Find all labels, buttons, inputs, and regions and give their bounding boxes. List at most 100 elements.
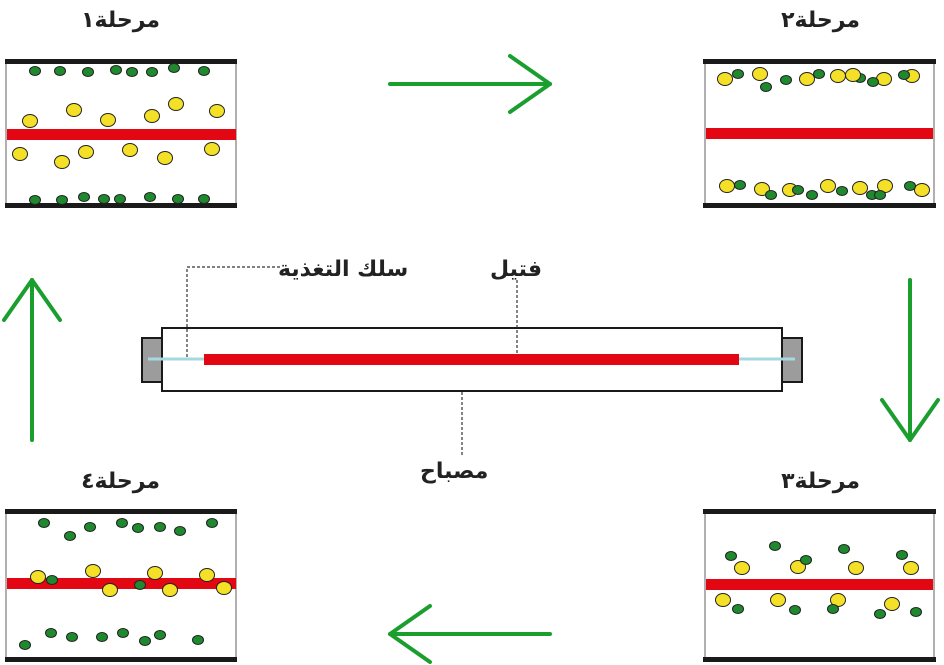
small-atom xyxy=(82,67,94,77)
small-atom xyxy=(98,194,110,204)
small-atom xyxy=(96,632,108,642)
small-atom xyxy=(789,605,801,615)
small-atom xyxy=(29,195,41,205)
large-atom xyxy=(820,179,836,193)
small-atom xyxy=(154,522,166,532)
large-atom xyxy=(85,564,101,578)
small-atom xyxy=(827,604,839,614)
small-atom xyxy=(792,185,804,195)
large-atom xyxy=(162,583,178,597)
small-atom xyxy=(800,555,812,565)
stage-4-top-wall xyxy=(5,509,237,514)
wire-label: سلك التغذية xyxy=(278,257,408,282)
small-atom xyxy=(734,180,746,190)
small-atom xyxy=(66,632,78,642)
small-atom xyxy=(29,66,41,76)
large-atom xyxy=(845,68,861,82)
small-atom xyxy=(54,66,66,76)
large-atom xyxy=(122,143,138,157)
small-atom xyxy=(46,575,58,585)
large-atom xyxy=(848,561,864,575)
small-atom xyxy=(192,635,204,645)
lamp-label: مصباح xyxy=(420,459,488,484)
small-atom xyxy=(910,607,922,617)
small-atom xyxy=(725,551,737,561)
large-atom xyxy=(144,109,160,123)
stage-1-top-wall xyxy=(5,59,237,64)
large-atom xyxy=(752,67,768,81)
arrow-up xyxy=(2,278,62,442)
large-atom xyxy=(204,142,220,156)
small-atom xyxy=(732,69,744,79)
stage-2-label: مرحلة٢ xyxy=(781,8,860,33)
small-atom xyxy=(132,523,144,533)
small-atom xyxy=(19,640,31,650)
small-atom xyxy=(174,526,186,536)
small-atom xyxy=(780,75,792,85)
stage-4-bottom-wall xyxy=(5,657,237,662)
large-atom xyxy=(199,568,215,582)
small-atom xyxy=(56,195,68,205)
small-atom xyxy=(64,531,76,541)
large-atom xyxy=(719,179,735,193)
filament-label: فتيل xyxy=(490,257,542,282)
small-atom xyxy=(154,630,166,640)
large-atom xyxy=(209,104,225,118)
small-atom xyxy=(134,580,146,590)
stage-2-bottom-wall xyxy=(703,203,936,208)
arrow-left xyxy=(388,604,552,664)
small-atom xyxy=(45,628,57,638)
stage-2-filament xyxy=(706,128,933,139)
stage-1-bottom-wall xyxy=(5,203,237,208)
large-atom xyxy=(876,72,892,86)
arrow-down xyxy=(880,278,940,442)
small-atom xyxy=(146,67,158,77)
small-atom xyxy=(198,66,210,76)
large-atom xyxy=(754,182,770,196)
large-atom xyxy=(715,593,731,607)
large-atom xyxy=(12,147,28,161)
stage-3-atoms xyxy=(715,541,922,619)
large-atom xyxy=(790,560,806,574)
large-atom xyxy=(884,597,900,611)
large-atom xyxy=(22,114,38,128)
arrow-right xyxy=(388,54,552,114)
small-atom xyxy=(836,186,848,196)
small-atom xyxy=(117,628,129,638)
small-atom xyxy=(110,65,122,75)
stage-4-atoms xyxy=(19,518,232,650)
stage-2-panel: مرحلة٢ xyxy=(703,8,936,208)
large-atom xyxy=(168,97,184,111)
small-atom xyxy=(769,541,781,551)
large-atom xyxy=(216,581,232,595)
small-atom xyxy=(38,518,50,528)
large-atom xyxy=(734,561,750,575)
lamp: سلك التغذية فتيل مصباح xyxy=(141,257,803,484)
small-atom xyxy=(114,194,126,204)
small-atom xyxy=(874,609,886,619)
stage-3-panel: مرحلة٣ xyxy=(703,469,936,662)
large-atom xyxy=(66,103,82,117)
small-atom xyxy=(84,522,96,532)
large-atom xyxy=(102,583,118,597)
large-atom xyxy=(770,593,786,607)
small-atom xyxy=(139,636,151,646)
stage-4-filament xyxy=(7,578,236,589)
small-atom xyxy=(765,190,777,200)
stage-3-bottom-wall xyxy=(703,657,936,662)
large-atom xyxy=(78,145,94,159)
stage-2-atoms xyxy=(717,67,930,200)
stage-3-filament xyxy=(706,579,933,590)
small-atom xyxy=(206,518,218,528)
stage-4-panel: مرحلة٤ xyxy=(5,469,237,662)
small-atom xyxy=(896,550,908,560)
large-atom xyxy=(717,72,733,86)
large-atom xyxy=(157,151,173,165)
small-atom xyxy=(732,604,744,614)
small-atom xyxy=(126,67,138,77)
large-atom xyxy=(830,69,846,83)
small-atom xyxy=(78,192,90,202)
small-atom xyxy=(898,70,910,80)
large-atom xyxy=(799,72,815,86)
stage-1-atoms xyxy=(12,63,225,205)
